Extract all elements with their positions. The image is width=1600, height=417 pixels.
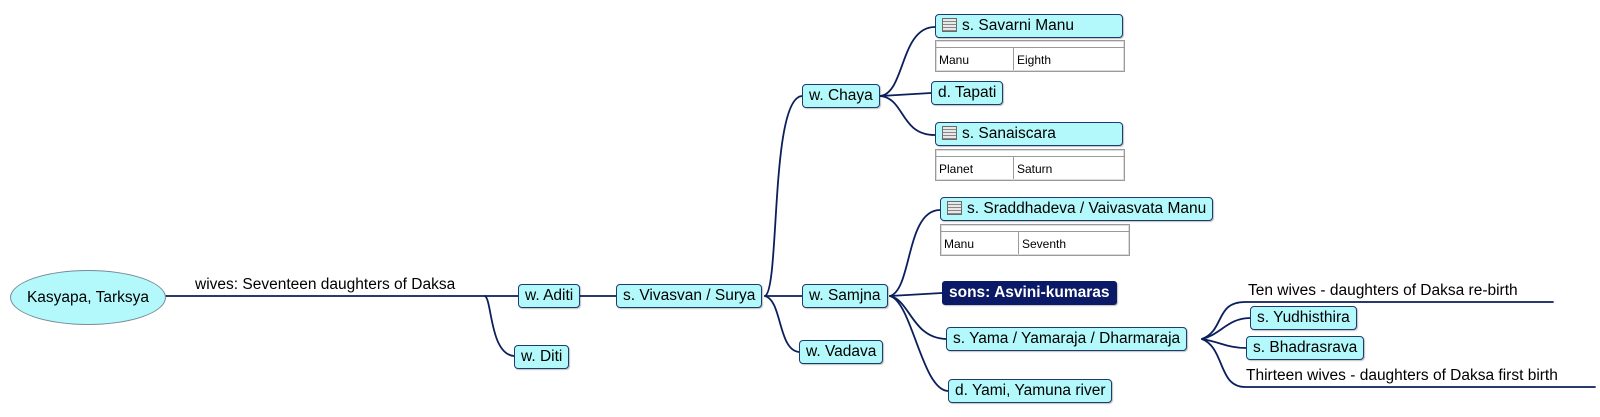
node-chaya[interactable]: w. Chaya [802,84,880,108]
node-bhadrasrava[interactable]: s. Bhadrasrava [1246,336,1365,360]
sraddhadeva-table-key: Manu [941,231,1019,254]
savarni-attribute-table: Manu Eighth [935,40,1125,72]
link-yama-ten-wives [1201,301,1554,340]
sanaiscara-attribute-table: Planet Saturn [935,149,1125,181]
node-tapati[interactable]: d. Tapati [931,81,1004,105]
root-link-label: wives: Seventeen daughters of Daksa [195,276,456,293]
node-chaya-label: w. Chaya [809,87,873,104]
node-yami[interactable]: d. Yami, Yamuna river [948,379,1113,403]
link-yama-yudhisthira [1201,317,1251,340]
node-diti-label: w. Diti [521,348,563,365]
node-yama[interactable]: s. Yama / Yamaraja / Dharmaraja [946,327,1188,351]
sraddhadeva-table-value: Seventh [1022,237,1067,251]
sanaiscara-table-value: Saturn [1017,162,1053,176]
link-samjna-yama [889,295,947,340]
node-sanaiscara-label: s. Sanaiscara [962,125,1056,142]
link-chaya-tapati [879,92,932,97]
node-sanaiscara[interactable]: s. Sanaiscara [935,122,1123,146]
node-vadava[interactable]: w. Vadava [799,340,884,364]
node-savarni[interactable]: s. Savarni Manu [935,14,1123,38]
yama-ten-wives-label: Ten wives - daughters of Daksa re-birth [1248,282,1518,299]
link-samjna-yami [889,295,949,392]
link-vivasvan-chaya [764,95,803,297]
link-vivasvan-vadava [764,295,800,353]
node-sraddhadeva-label: s. Sraddhadeva / Vaivasvata Manu [967,200,1207,217]
node-yami-label: d. Yami, Yamuna river [955,382,1106,399]
link-root-diti [484,295,515,357]
savarni-table-key: Manu [936,47,1014,70]
link-chaya-sanaiscara [879,95,936,136]
node-vadava-label: w. Vadava [806,343,877,360]
link-yama-thirteen-wives [1201,338,1596,388]
node-diti[interactable]: w. Diti [514,345,570,369]
link-chaya-savarni [879,26,936,97]
table-icon [942,18,957,32]
node-vivasvan-label: s. Vivasvan / Surya [623,287,756,304]
link-samjna-asvini [889,292,943,297]
node-yudhisthira[interactable]: s. Yudhisthira [1250,306,1357,330]
root-label: Kasyapa, Tarksya [26,288,150,306]
savarni-table-value: Eighth [1017,53,1052,67]
node-vivasvan[interactable]: s. Vivasvan / Surya [616,284,763,308]
root-node[interactable]: Kasyapa, Tarksya [10,270,166,325]
link-samjna-sraddhadeva [889,209,941,297]
sanaiscara-table-key: Planet [936,156,1014,179]
node-savarni-label: s. Savarni Manu [962,17,1074,34]
sraddhadeva-attribute-table: Manu Seventh [940,224,1130,256]
node-aditi[interactable]: w. Aditi [518,284,581,308]
node-aditi-label: w. Aditi [525,287,574,304]
node-yudhisthira-label: s. Yudhisthira [1257,309,1350,326]
yama-thirteen-wives-label: Thirteen wives - daughters of Daksa firs… [1246,367,1558,384]
node-tapati-label: d. Tapati [938,84,997,101]
node-samjna[interactable]: w. Samjna [802,284,888,308]
node-bhadrasrava-label: s. Bhadrasrava [1253,339,1358,356]
node-sraddhadeva[interactable]: s. Sraddhadeva / Vaivasvata Manu [940,197,1214,221]
node-asvini-label: sons: Asvini-kumaras [949,284,1110,301]
table-icon [947,201,962,215]
link-yama-bhadrasrava [1201,338,1247,349]
node-asvini-kumaras[interactable]: sons: Asvini-kumaras [942,281,1117,305]
table-icon [942,126,957,140]
node-samjna-label: w. Samjna [809,287,881,304]
node-yama-label: s. Yama / Yamaraja / Dharmaraja [953,330,1181,347]
